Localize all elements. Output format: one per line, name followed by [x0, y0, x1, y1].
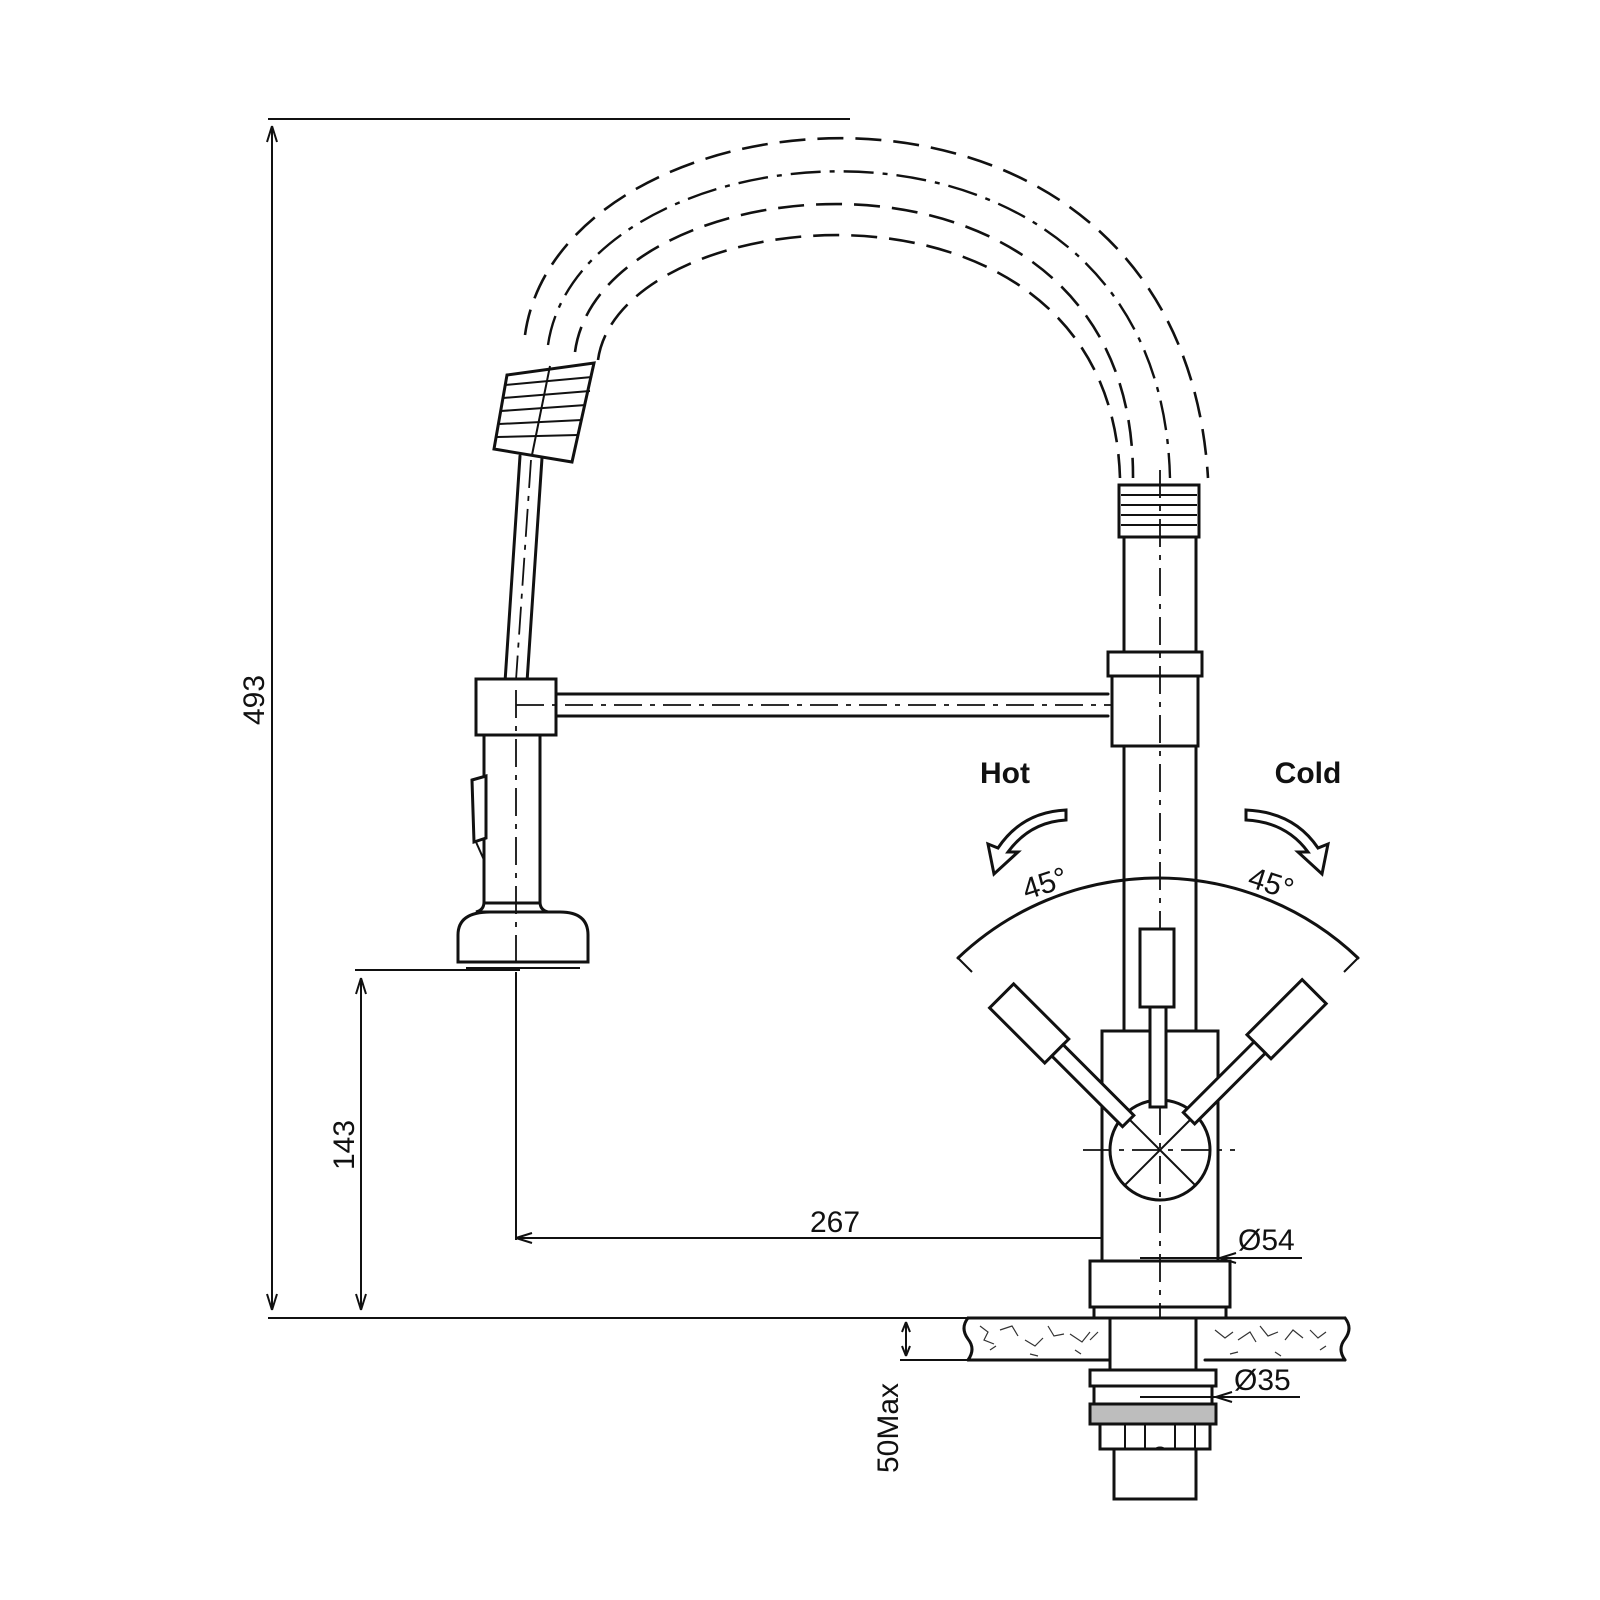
base-diameter-callout: Ø54 [1140, 1224, 1302, 1264]
rotation-range-arc [956, 876, 1360, 960]
spout-spiral-collar [492, 361, 596, 464]
hot-angle-label: 45° [1018, 861, 1071, 906]
spray-head [456, 677, 590, 969]
spout-height-dimension: 143 [328, 969, 520, 1311]
mounting-shank [1088, 1316, 1218, 1501]
shank-diameter-callout: Ø35 [1140, 1364, 1300, 1403]
mixer-handle [1138, 927, 1176, 1109]
spray-trigger [470, 774, 488, 845]
pull-down-hose [503, 454, 544, 684]
cold-angle-label: 45° [1244, 861, 1297, 906]
hot-label: Hot [980, 757, 1030, 790]
hot-direction-arrow-icon [985, 808, 1068, 877]
spout-reach-label: 267 [810, 1206, 860, 1239]
spout-height-label: 143 [328, 1120, 361, 1170]
max-thickness-label: 50Max [872, 1383, 905, 1473]
total-height-label: 493 [238, 675, 271, 725]
spray-holder-arm [516, 692, 1112, 718]
shank-diameter-label: Ø35 [1234, 1364, 1291, 1397]
spring-spout-arc [523, 137, 1210, 479]
handle-cold-position [1181, 977, 1329, 1126]
spout-reach-dimension: 267 [515, 972, 1151, 1244]
base-diameter-label: Ø54 [1238, 1224, 1295, 1257]
cold-direction-arrow-icon [1244, 808, 1331, 877]
handle-hot-position [987, 981, 1136, 1129]
total-height-dimension: 493 [238, 118, 1082, 1319]
cold-label: Cold [1275, 757, 1342, 790]
max-thickness-dimension: 50Max [872, 1317, 968, 1473]
countertop-section [962, 1316, 1351, 1362]
